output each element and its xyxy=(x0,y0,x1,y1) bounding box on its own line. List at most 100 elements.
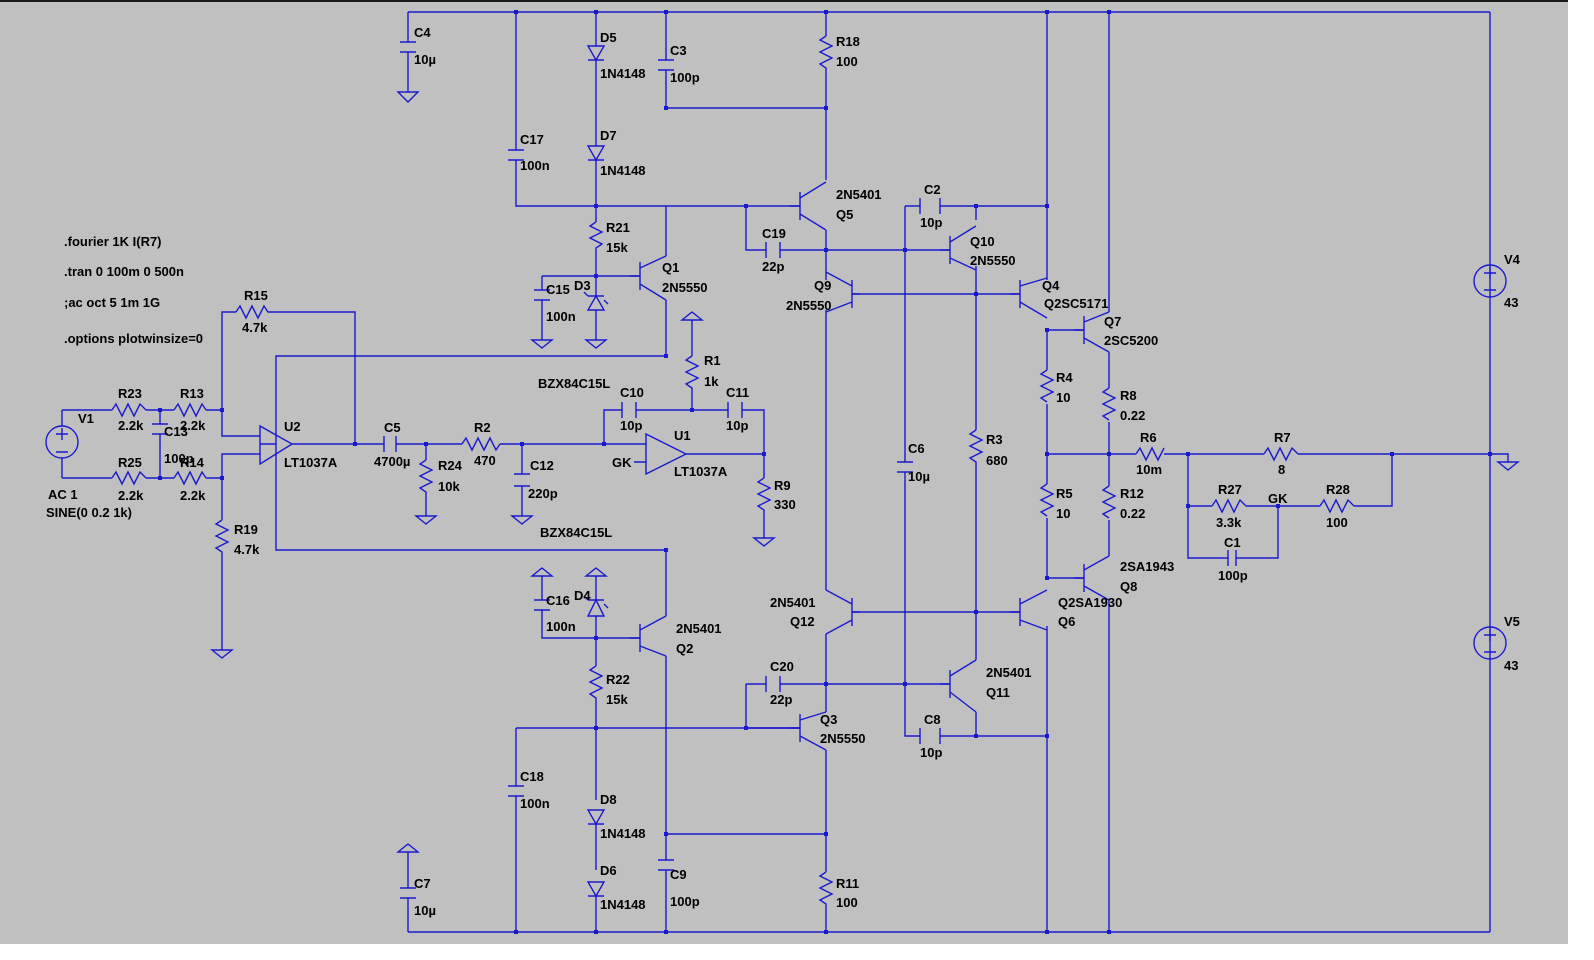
v4-name[interactable]: V4 xyxy=(1504,252,1521,267)
zener-label-lower[interactable]: BZX84C15L xyxy=(540,525,612,540)
d7-value[interactable]: 1N4148 xyxy=(600,163,646,178)
r12-name[interactable]: R12 xyxy=(1120,486,1144,501)
v1-ac[interactable]: AC 1 xyxy=(48,487,78,502)
v5-value[interactable]: 43 xyxy=(1504,658,1518,673)
q3-model[interactable]: 2N5550 xyxy=(820,731,866,746)
q5-model[interactable]: 2N5401 xyxy=(836,187,882,202)
q9-model[interactable]: 2N5550 xyxy=(786,298,832,313)
c2-value[interactable]: 10p xyxy=(920,215,942,230)
c10-name[interactable]: C10 xyxy=(620,385,644,400)
q2-model[interactable]: 2N5401 xyxy=(676,621,722,636)
r5-value[interactable]: 10 xyxy=(1056,506,1070,521)
r7-name[interactable]: R7 xyxy=(1274,430,1291,445)
r6-value[interactable]: 10m xyxy=(1136,462,1162,477)
d5-value[interactable]: 1N4148 xyxy=(600,66,646,81)
q10-name[interactable]: Q10 xyxy=(970,234,995,249)
r13-value[interactable]: 2.2k xyxy=(180,418,206,433)
r14-value[interactable]: 2.2k xyxy=(180,488,206,503)
r23-value[interactable]: 2.2k xyxy=(118,418,144,433)
r2-name[interactable]: R2 xyxy=(474,420,491,435)
v5-name[interactable]: V5 xyxy=(1504,614,1520,629)
r13-name[interactable]: R13 xyxy=(180,386,204,401)
u1-model[interactable]: LT1037A xyxy=(674,464,728,479)
q11-model[interactable]: 2N5401 xyxy=(986,665,1032,680)
r18-value[interactable]: 100 xyxy=(836,54,858,69)
r19-value[interactable]: 4.7k xyxy=(234,542,260,557)
r5-name[interactable]: R5 xyxy=(1056,486,1073,501)
c5-value[interactable]: 4700µ xyxy=(374,454,410,469)
c18-name[interactable]: C18 xyxy=(520,769,544,784)
q7-name[interactable]: Q7 xyxy=(1104,314,1121,329)
v1-sine[interactable]: SINE(0 0.2 1k) xyxy=(46,505,132,520)
r21-value[interactable]: 15k xyxy=(606,240,628,255)
v4-value[interactable]: 43 xyxy=(1504,295,1518,310)
r28-value[interactable]: 100 xyxy=(1326,515,1348,530)
r15-value[interactable]: 4.7k xyxy=(242,320,268,335)
c20-value[interactable]: 22p xyxy=(770,692,792,707)
c19-value[interactable]: 22p xyxy=(762,259,784,274)
r2-value[interactable]: 470 xyxy=(474,453,496,468)
d7-name[interactable]: D7 xyxy=(600,128,617,143)
c1-value[interactable]: 100p xyxy=(1218,568,1248,583)
d5-name[interactable]: D5 xyxy=(600,30,617,45)
d8-value[interactable]: 1N4148 xyxy=(600,826,646,841)
r8-name[interactable]: R8 xyxy=(1120,388,1137,403)
q11-name[interactable]: Q11 xyxy=(986,685,1010,700)
r1-name[interactable]: R1 xyxy=(704,353,721,368)
r3-value[interactable]: 680 xyxy=(986,453,1008,468)
c9-name[interactable]: C9 xyxy=(670,867,687,882)
q8-model[interactable]: 2SA1943 xyxy=(1120,559,1174,574)
r3-name[interactable]: R3 xyxy=(986,432,1003,447)
q1-model[interactable]: 2N5550 xyxy=(662,280,708,295)
r4-name[interactable]: R4 xyxy=(1056,370,1073,385)
c16-name[interactable]: C16 xyxy=(546,593,570,608)
d3-name[interactable]: D3 xyxy=(574,278,591,293)
u2-model[interactable]: LT1037A xyxy=(284,455,338,470)
r23-name[interactable]: R23 xyxy=(118,386,142,401)
v1-name[interactable]: V1 xyxy=(78,411,94,426)
c13-value[interactable]: 100p xyxy=(164,451,194,466)
c5-name[interactable]: C5 xyxy=(384,420,401,435)
q12-name[interactable]: Q12 xyxy=(790,614,815,629)
c8-value[interactable]: 10p xyxy=(920,745,942,760)
r15-name[interactable]: R15 xyxy=(244,288,268,303)
c1-name[interactable]: C1 xyxy=(1224,535,1241,550)
directive-ac[interactable]: ;ac oct 5 1m 1G xyxy=(64,295,160,310)
r24-value[interactable]: 10k xyxy=(438,479,460,494)
net-label-gk-input[interactable]: GK xyxy=(612,455,632,470)
r18-name[interactable]: R18 xyxy=(836,34,860,49)
q8-name[interactable]: Q8 xyxy=(1120,579,1137,594)
q12-model[interactable]: 2N5401 xyxy=(770,595,816,610)
c12-name[interactable]: C12 xyxy=(530,458,554,473)
c4-name[interactable]: C4 xyxy=(414,25,431,40)
c12-value[interactable]: 220p xyxy=(528,486,558,501)
c9-value[interactable]: 100p xyxy=(670,894,700,909)
directive-fourier[interactable]: .fourier 1K I(R7) xyxy=(64,234,162,249)
r22-value[interactable]: 15k xyxy=(606,692,628,707)
c3-value[interactable]: 100p xyxy=(670,70,700,85)
c11-value[interactable]: 10p xyxy=(726,418,748,433)
r8-value[interactable]: 0.22 xyxy=(1120,408,1145,423)
q2-name[interactable]: Q2 xyxy=(676,641,693,656)
d4-name[interactable]: D4 xyxy=(574,588,591,603)
c4-value[interactable]: 10µ xyxy=(414,52,436,67)
c17-value[interactable]: 100n xyxy=(520,158,550,173)
r14-name[interactable]: R14 xyxy=(180,455,205,470)
r11-name[interactable]: R11 xyxy=(836,876,859,891)
r21-name[interactable]: R21 xyxy=(606,220,630,235)
r7-value[interactable]: 8 xyxy=(1278,462,1285,477)
d6-name[interactable]: D6 xyxy=(600,863,617,878)
c15-value[interactable]: 100n xyxy=(546,309,576,324)
r12-value[interactable]: 0.22 xyxy=(1120,506,1145,521)
r9-name[interactable]: R9 xyxy=(774,478,791,493)
c6-name[interactable]: C6 xyxy=(908,441,925,456)
c15-name[interactable]: C15 xyxy=(546,282,570,297)
r6-name[interactable]: R6 xyxy=(1140,430,1157,445)
q1-name[interactable]: Q1 xyxy=(662,260,679,275)
q5-name[interactable]: Q5 xyxy=(836,207,853,222)
r19-name[interactable]: R19 xyxy=(234,522,258,537)
q6-name[interactable]: Q6 xyxy=(1058,614,1075,629)
r25-name[interactable]: R25 xyxy=(118,455,142,470)
r4-value[interactable]: 10 xyxy=(1056,390,1070,405)
